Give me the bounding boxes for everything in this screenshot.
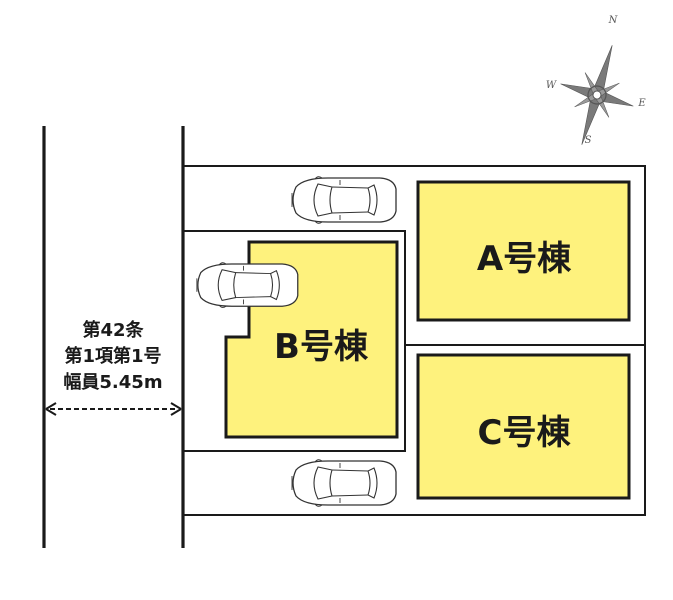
road-article-label: 第42条 bbox=[82, 319, 144, 341]
road-width-label: 幅員5.45m bbox=[63, 371, 162, 393]
building-a-label: A号棟 bbox=[477, 239, 572, 279]
compass-rose-icon bbox=[560, 45, 634, 145]
building-a bbox=[416, 180, 631, 322]
compass-west-label: W bbox=[546, 80, 557, 91]
road-clause-label: 第1項第1号 bbox=[64, 345, 161, 367]
building-c bbox=[416, 353, 631, 500]
car-icon bbox=[291, 176, 397, 224]
car-icon bbox=[291, 459, 397, 507]
compass-north-label: N bbox=[608, 15, 619, 26]
car-icon bbox=[196, 262, 299, 309]
lot-lines bbox=[183, 165, 646, 516]
compass-south-label: S bbox=[585, 135, 592, 146]
compass-east-label: E bbox=[637, 98, 646, 109]
road-width-dimension bbox=[45, 402, 182, 416]
building-c-label: C号棟 bbox=[478, 413, 572, 453]
building-b-label: B号棟 bbox=[274, 327, 369, 367]
